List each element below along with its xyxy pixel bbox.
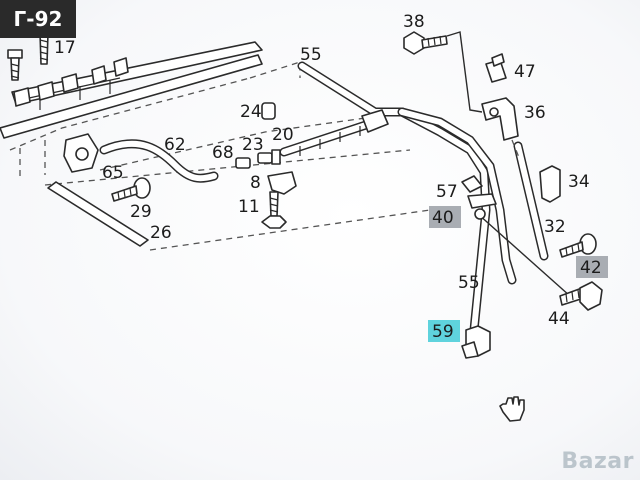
label-47: 47: [514, 62, 536, 82]
label-57: 57: [436, 182, 458, 202]
frame-outline-left: [9, 77, 251, 151]
label-38: 38: [403, 12, 425, 32]
label-23: 23: [242, 135, 264, 155]
sleeve-68-icon: [235, 157, 251, 169]
strip-26: [47, 181, 149, 247]
label-17: 17: [54, 38, 76, 58]
highlight-59: [428, 320, 460, 342]
frame-outline-lower: [149, 209, 431, 251]
seal-strip: [0, 41, 263, 139]
screw-44-icon: [559, 281, 603, 311]
screw-29-icon: [111, 177, 151, 202]
label-11: 11: [238, 197, 260, 217]
label-65: 65: [102, 163, 124, 183]
label-44: 44: [548, 309, 570, 329]
highlight-40: [429, 206, 461, 228]
cap-34-icon: [539, 165, 561, 203]
clip-65-icon: [63, 133, 99, 173]
rod-32: [511, 139, 549, 261]
label-55-bottom: 55: [458, 273, 480, 293]
bolt-38-icon: [403, 31, 448, 55]
label-24: 24: [240, 102, 262, 122]
label-26: 26: [150, 223, 172, 243]
junction-block-icon: [361, 109, 389, 133]
connector-23-icon: [257, 149, 281, 165]
label-32: 32: [544, 217, 566, 237]
sleeve-24-icon: [261, 102, 276, 120]
screw-11-icon: [261, 191, 287, 229]
leader-44: [477, 213, 571, 297]
label-29: 29: [130, 202, 152, 222]
leader-38: [446, 31, 483, 113]
hose-62: [99, 139, 219, 183]
label-68: 68: [212, 143, 234, 163]
fitting-8-icon: [267, 171, 297, 195]
listing-code-badge: Г-92: [0, 0, 76, 38]
screw-42-icon: [559, 233, 597, 258]
label-40: 40: [432, 208, 454, 228]
label-20: 20: [272, 125, 294, 145]
label-8: 8: [250, 173, 261, 193]
label-62: 62: [164, 135, 186, 155]
hand-cursor-icon: [499, 396, 525, 422]
label-42: 42: [580, 258, 602, 278]
frame-tube-55: [297, 61, 517, 335]
label-36: 36: [524, 103, 546, 123]
pipe-20: [279, 117, 380, 157]
frame-outline-inner: [99, 115, 381, 171]
bracket-36-icon: [481, 97, 519, 141]
frame-outline-corner: [19, 140, 46, 180]
screw-small-icon: [7, 49, 23, 81]
label-59: 59: [432, 322, 454, 342]
clip-59-icon: [461, 325, 491, 359]
bracket-47-icon: [485, 53, 507, 83]
label-34: 34: [568, 172, 590, 192]
highlight-42: [576, 256, 608, 278]
label-55-top: 55: [300, 45, 322, 65]
watermark-logo: Bazar: [561, 449, 634, 474]
clamp-57-icon: [461, 175, 497, 220]
